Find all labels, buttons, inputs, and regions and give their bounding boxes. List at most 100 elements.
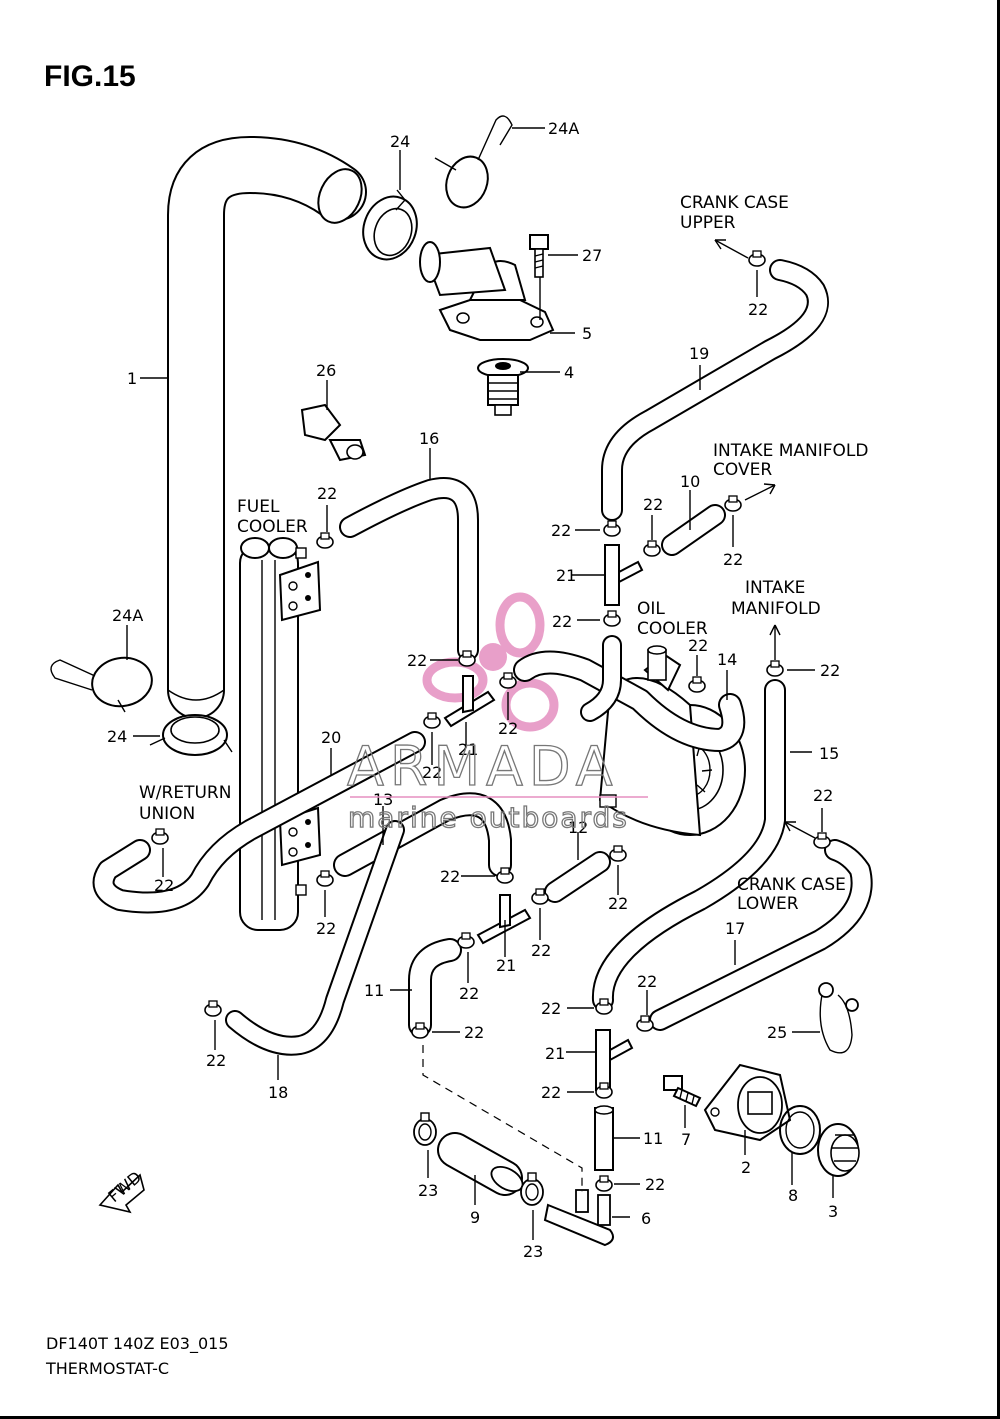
callout-22-e: 22 <box>317 484 337 503</box>
union-21-upper <box>604 544 644 606</box>
callout-24-left: 24 <box>107 727 127 746</box>
crank-case-lower-line1: CRANK CASE <box>737 875 846 895</box>
callout-21-upper: 21 <box>556 566 576 585</box>
plug-3 <box>817 1123 860 1177</box>
intake-manifold-cover-line1: INTAKE MANIFOLD <box>713 441 868 461</box>
callout-23-left: 23 <box>418 1181 438 1200</box>
callout-5: 5 <box>582 324 592 343</box>
watermark-logo <box>422 592 559 732</box>
callout-9: 9 <box>470 1208 480 1227</box>
annotation-labels: CRANK CASE UPPER INTAKE MANIFOLD COVER I… <box>139 193 868 914</box>
callout-22-j: 22 <box>820 661 840 680</box>
bolt-7 <box>663 1075 702 1108</box>
hose-15 <box>591 679 786 1011</box>
callout-22-u: 22 <box>464 1023 484 1042</box>
callout-20: 20 <box>321 728 341 747</box>
callout-22-i: 22 <box>688 636 708 655</box>
callout-22-r: 22 <box>541 999 561 1018</box>
callout-22-k: 22 <box>813 786 833 805</box>
callout-22-s: 22 <box>637 972 657 991</box>
hose-20 <box>92 731 426 914</box>
union-21-mid <box>443 675 496 728</box>
intake-manifold-line1: INTAKE <box>745 578 805 598</box>
callout-8: 8 <box>788 1186 798 1205</box>
callout-2: 2 <box>741 1158 751 1177</box>
hose-oil-cooler-feed <box>580 635 622 722</box>
callout-22-n: 22 <box>608 894 628 913</box>
watermark-brand: ARMADA <box>347 735 619 798</box>
union-21-low <box>476 894 532 945</box>
hose-19 <box>601 259 829 521</box>
hose-11-elbow <box>408 938 462 1037</box>
callout-22-v: 22 <box>541 1083 561 1102</box>
callout-21-low: 21 <box>496 956 516 975</box>
callout-18: 18 <box>268 1083 288 1102</box>
callout-23-right: 23 <box>523 1242 543 1261</box>
bolt-27 <box>529 234 549 320</box>
callout-22-o: 22 <box>440 867 460 886</box>
section-name: THERMOSTAT-C <box>46 1359 170 1378</box>
hose-16 <box>339 477 479 661</box>
watermark-text: ARMADA marine outboards <box>346 734 648 835</box>
callout-16: 16 <box>419 429 439 448</box>
callout-11-elbow: 11 <box>364 981 384 1000</box>
callout-25: 25 <box>767 1023 787 1042</box>
callout-3: 3 <box>828 1202 838 1221</box>
hose-clamp-24-left <box>149 714 233 756</box>
direction-arrows <box>714 239 816 839</box>
callout-14: 14 <box>717 650 737 669</box>
callout-22-f: 22 <box>407 651 427 670</box>
callout-24a-left: 24A <box>112 606 143 625</box>
thermostat-cover-5 <box>419 241 555 341</box>
callout-4: 4 <box>564 363 574 382</box>
housing-2 <box>703 1063 792 1142</box>
callout-22-p: 22 <box>531 941 551 960</box>
callout-22-h: 22 <box>422 763 442 782</box>
crank-case-lower-line2: LOWER <box>737 894 799 914</box>
callout-17: 17 <box>725 919 745 938</box>
crank-case-upper-line2: UPPER <box>680 213 736 233</box>
thermostat-4 <box>477 358 529 416</box>
callout-22-w: 22 <box>645 1175 665 1194</box>
hose-18 <box>225 820 405 1056</box>
union-6 <box>543 1189 615 1247</box>
callout-22-crankcase-upper: 22 <box>748 300 768 319</box>
callout-12: 12 <box>568 818 588 837</box>
watermark-tagline: marine outboards <box>348 801 629 834</box>
oil-cooler-line2: COOLER <box>637 619 708 639</box>
figure-title: FIG.15 <box>44 60 136 93</box>
fwd-arrow-icon: FWD <box>98 1168 145 1214</box>
fuel-cooler <box>239 537 322 931</box>
water-hose-1 <box>167 136 367 719</box>
hose-17 <box>649 839 873 1031</box>
callout-22-d: 22 <box>552 612 572 631</box>
hose-14 <box>513 650 746 752</box>
callout-22-q: 22 <box>459 984 479 1003</box>
spring-clamp-24a-left <box>50 656 153 713</box>
callout-22-l: 22 <box>154 876 174 895</box>
fuel-cooler-line1: FUEL <box>237 497 280 517</box>
callout-10: 10 <box>680 472 700 491</box>
callout-22-t: 22 <box>206 1051 226 1070</box>
callout-24a-top: 24A <box>548 119 579 138</box>
intake-manifold-cover-line2: COVER <box>713 460 772 480</box>
callout-7: 7 <box>681 1130 691 1149</box>
hose-9 <box>437 1132 524 1196</box>
callout-6: 6 <box>641 1209 651 1228</box>
callout-19: 19 <box>689 344 709 363</box>
oil-cooler-line1: OIL <box>637 599 665 619</box>
fuel-cooler-line2: COOLER <box>237 517 308 537</box>
callout-26: 26 <box>316 361 336 380</box>
hose-10 <box>661 504 726 556</box>
callout-27: 27 <box>582 246 602 265</box>
callout-24-top: 24 <box>390 132 410 151</box>
callout-1: 1 <box>127 369 137 388</box>
callout-22-g: 22 <box>498 719 518 738</box>
callout-21-mid: 21 <box>458 740 478 759</box>
union-21-bottom <box>595 1029 634 1091</box>
callout-22-a: 22 <box>551 521 571 540</box>
leader-lines <box>126 127 834 1240</box>
callout-22-b: 22 <box>643 495 663 514</box>
crank-case-upper-line1: CRANK CASE <box>680 193 789 213</box>
